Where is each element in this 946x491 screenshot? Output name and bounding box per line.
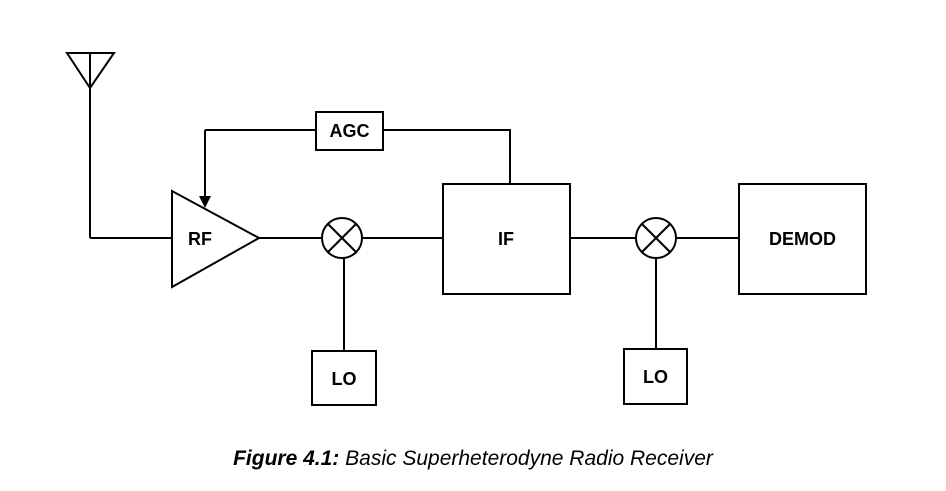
if-label: IF	[498, 229, 514, 249]
agc-label: AGC	[330, 121, 370, 141]
figure-title: Basic Superheterodyne Radio Receiver	[345, 447, 713, 470]
lo-2-label: LO	[643, 367, 668, 387]
lo-1-label: LO	[332, 369, 357, 389]
mixer-2-icon	[635, 217, 677, 259]
antenna-icon	[65, 52, 116, 238]
demod-box	[738, 183, 867, 295]
if-box	[442, 183, 571, 295]
figure-caption: Figure 4.1: Basic Superheterodyne Radio …	[0, 447, 946, 471]
demod-label: DEMOD	[769, 229, 836, 249]
figure-number: Figure 4.1:	[233, 447, 340, 470]
agc-arrowhead-icon	[199, 196, 211, 208]
mixer-1-icon	[321, 217, 363, 259]
lo-2-box	[623, 348, 688, 405]
lo-1-box	[311, 350, 377, 406]
rf-label: RF	[188, 229, 212, 249]
rf-amplifier-triangle	[171, 189, 262, 289]
if-to-agc-wire	[383, 129, 511, 184]
